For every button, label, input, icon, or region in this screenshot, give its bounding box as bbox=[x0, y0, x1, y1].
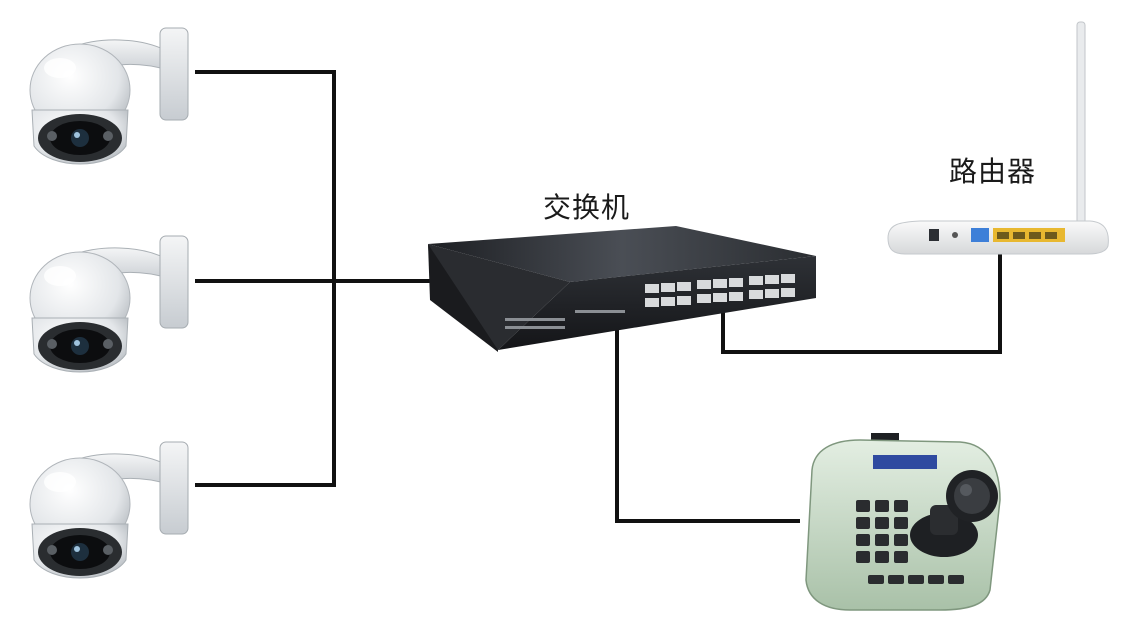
ptz-camera-1 bbox=[29, 27, 189, 165]
switch-label: 交换机 bbox=[543, 191, 631, 224]
router-label: 路由器 bbox=[949, 155, 1037, 188]
cable-camera-1 bbox=[195, 70, 336, 487]
wifi-router bbox=[887, 21, 1109, 255]
ptz-keyboard-controller bbox=[805, 433, 1001, 611]
cable-switch-router bbox=[721, 250, 1002, 354]
cable-switch-keyboard bbox=[615, 325, 800, 523]
ptz-camera-3 bbox=[29, 441, 189, 579]
cable-lines bbox=[195, 70, 1002, 523]
network-switch bbox=[428, 226, 816, 352]
ptz-camera-2 bbox=[29, 235, 189, 373]
